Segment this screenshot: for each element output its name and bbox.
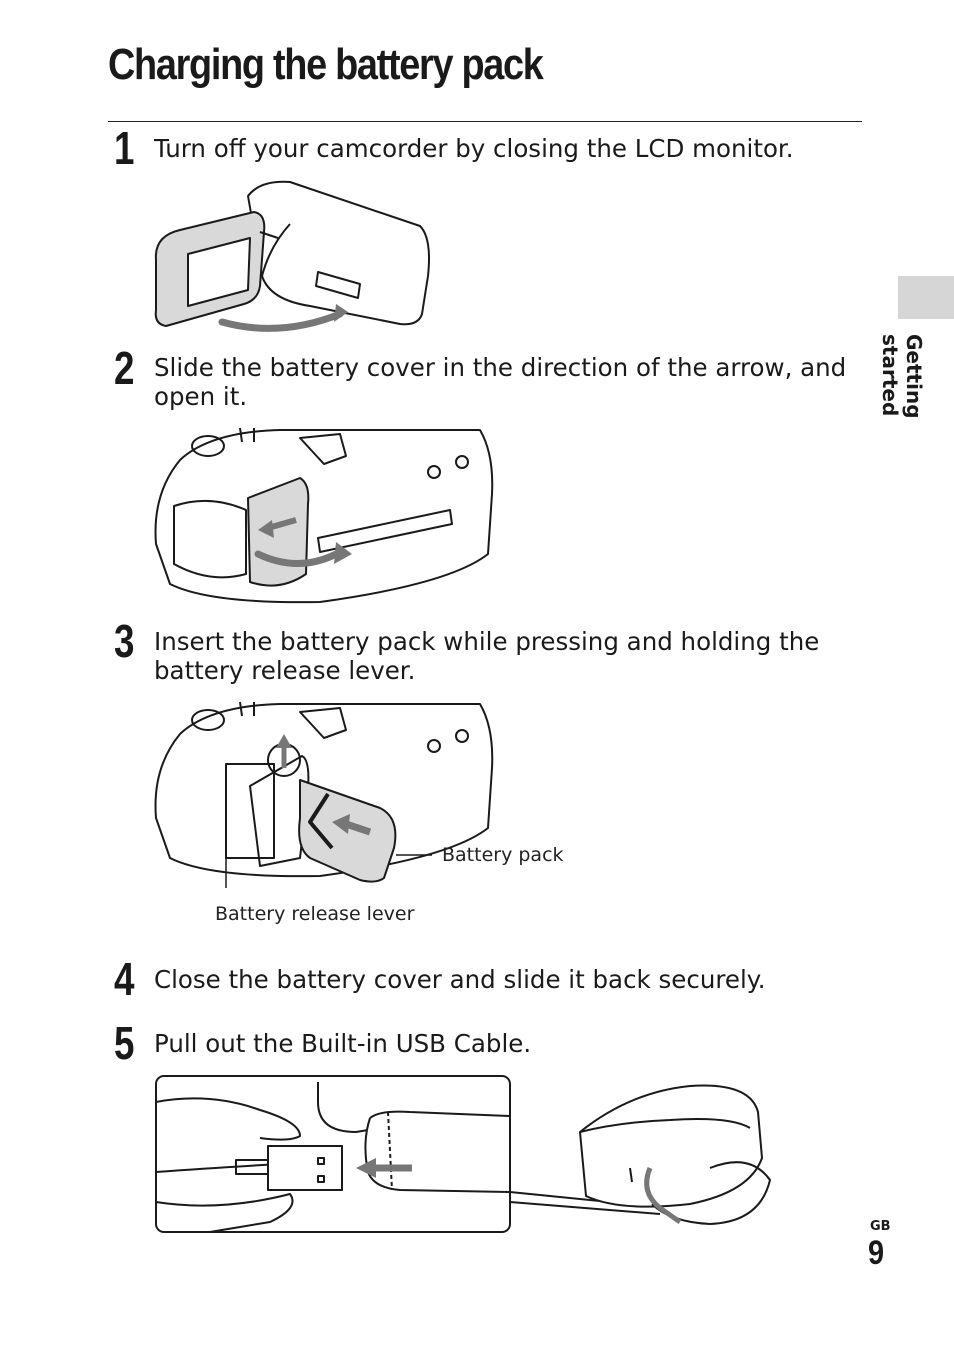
step-text-3: Insert the battery pack while pressing a… bbox=[154, 627, 820, 685]
section-tab-label: Getting started bbox=[878, 334, 926, 419]
step-number-1: 1 bbox=[114, 122, 135, 174]
step-text-5: Pull out the Built-in USB Cable. bbox=[154, 1029, 532, 1058]
region-code: GB bbox=[870, 1219, 891, 1234]
step-number-4: 4 bbox=[114, 953, 135, 1005]
battery-insert-illustration bbox=[154, 701, 494, 888]
step-number-3: 3 bbox=[114, 615, 135, 667]
page-title: Charging the battery pack bbox=[108, 40, 544, 89]
title-divider bbox=[108, 121, 862, 122]
step-text-2: Slide the battery cover in the direction… bbox=[154, 353, 847, 411]
page-number: 9 bbox=[868, 1234, 885, 1272]
section-tab-marker bbox=[898, 276, 954, 319]
battery-pack-label: Battery pack bbox=[442, 844, 564, 866]
step-number-5: 5 bbox=[114, 1017, 135, 1069]
step-text-1: Turn off your camcorder by closing the L… bbox=[154, 134, 794, 163]
battery-release-lever-label: Battery release lever bbox=[215, 903, 415, 925]
step-text-4: Close the battery cover and slide it bac… bbox=[154, 965, 766, 994]
camcorder-close-lcd-illustration bbox=[154, 180, 430, 332]
step-number-2: 2 bbox=[114, 342, 135, 394]
usb-cable-pull-illustration bbox=[155, 1075, 771, 1233]
battery-cover-slide-illustration bbox=[154, 427, 494, 604]
